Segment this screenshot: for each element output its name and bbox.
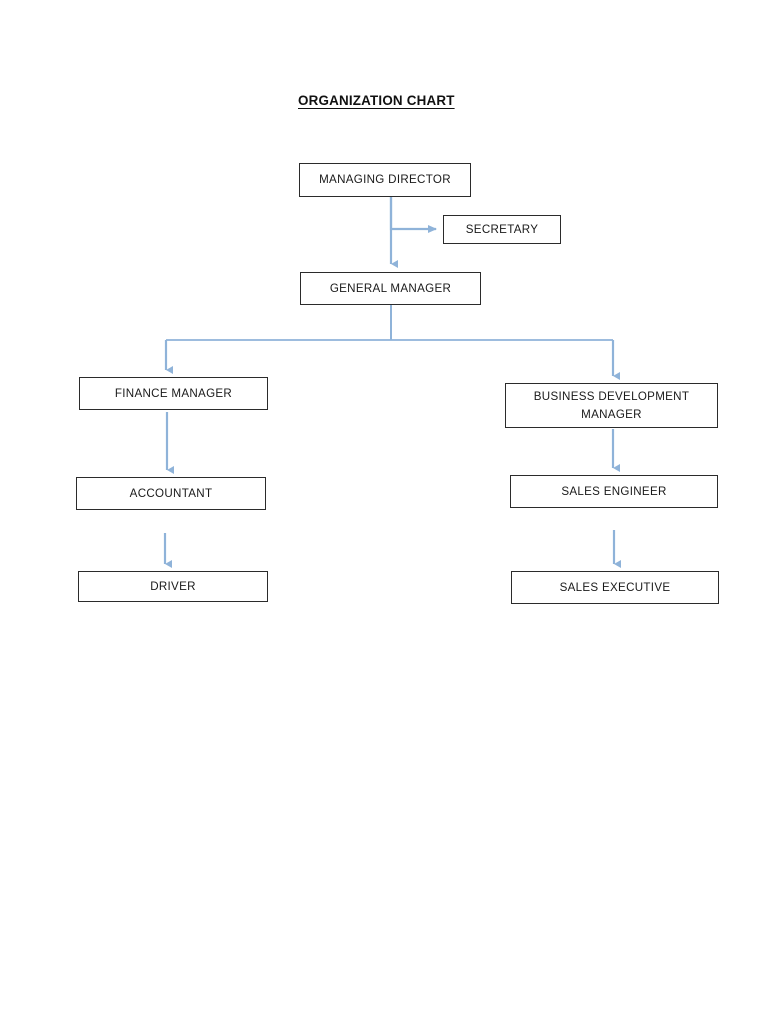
node-business-development-manager[interactable]: BUSINESS DEVELOPMENT MANAGER <box>505 383 718 428</box>
node-label-business-development-manager: BUSINESS DEVELOPMENT MANAGER <box>533 390 690 421</box>
node-label-general-manager: GENERAL MANAGER <box>329 281 452 295</box>
node-label-driver: DRIVER <box>150 579 196 593</box>
node-label-sales-engineer: SALES ENGINEER <box>561 484 667 498</box>
edge-general-manager-split-bus <box>166 305 613 341</box>
node-label-managing-director: MANAGING DIRECTOR <box>319 173 451 187</box>
node-label-accountant: ACCOUNTANT <box>129 486 213 500</box>
node-label-secretary: SECRETARY <box>465 222 539 236</box>
node-managing-director[interactable]: MANAGING DIRECTOR <box>299 163 471 197</box>
node-label-sales-executive: SALES EXECUTIVE <box>559 580 671 594</box>
edge-managing-director-to-secretary <box>389 197 437 233</box>
node-secretary[interactable]: SECRETARY <box>443 215 561 244</box>
node-general-manager[interactable]: GENERAL MANAGER <box>300 272 481 305</box>
node-label-finance-manager: FINANCE MANAGER <box>114 386 233 400</box>
node-sales-executive[interactable]: SALES EXECUTIVE <box>511 571 719 604</box>
page-title: ORGANIZATION CHART <box>298 93 455 108</box>
node-accountant[interactable]: ACCOUNTANT <box>76 477 266 510</box>
node-finance-manager[interactable]: FINANCE MANAGER <box>79 377 268 410</box>
node-driver[interactable]: DRIVER <box>78 571 268 602</box>
node-sales-engineer[interactable]: SALES ENGINEER <box>510 475 718 508</box>
